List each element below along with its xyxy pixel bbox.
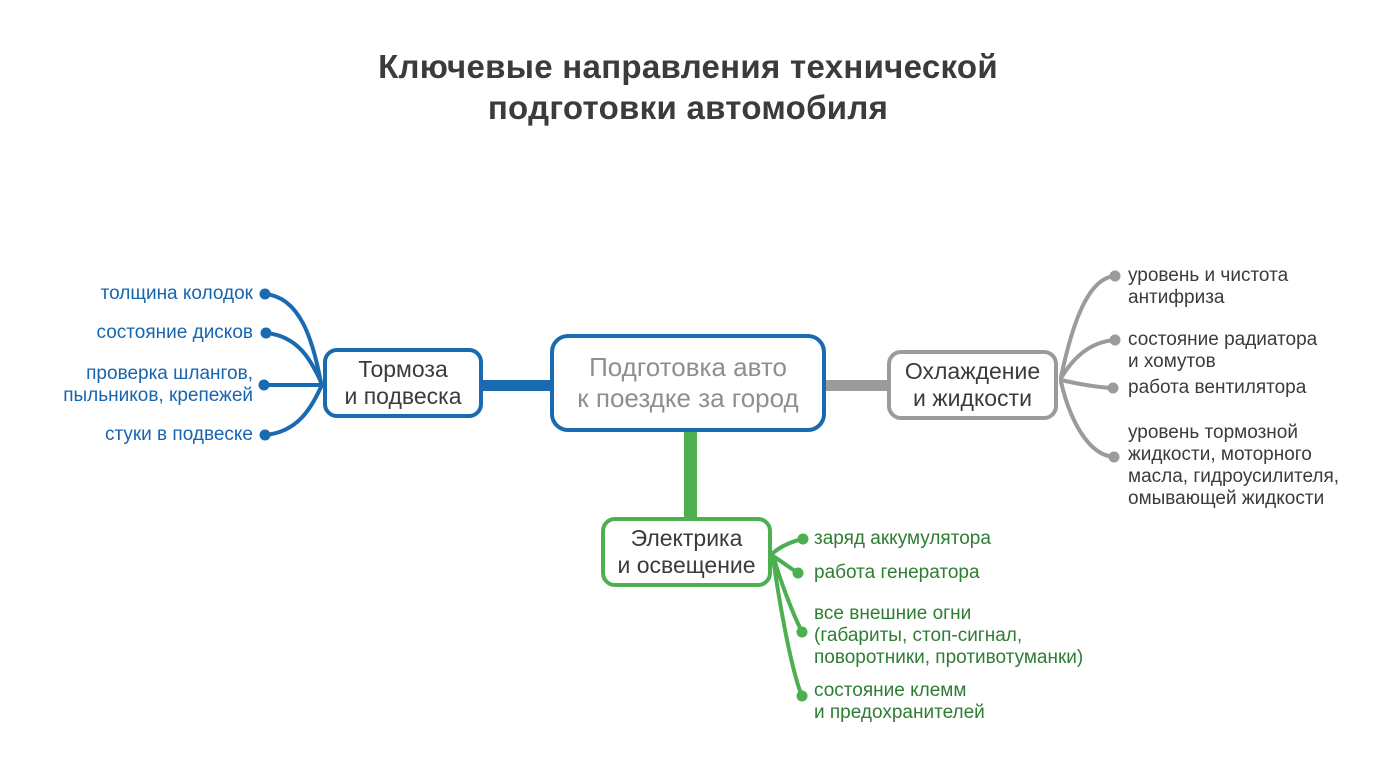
cooling-leaf-fan: работа вентилятора <box>1128 377 1307 398</box>
leaf-dot <box>792 567 804 579</box>
electrics-leaf-terminals-fuses: состояние клемм и предохранителей <box>814 680 985 723</box>
leaf-dot <box>259 429 271 441</box>
brakes-branch-connectors <box>258 288 556 441</box>
brakes-leaf-curve <box>264 331 323 384</box>
electrics-leaf-battery-charge: заряд аккумулятора <box>814 528 991 549</box>
cooling-leaf-curve <box>1059 378 1115 390</box>
leaf-dot <box>1107 382 1119 394</box>
leaf-dot <box>1109 334 1121 346</box>
cooling-leaf-radiator: состояние радиатора и хомутов <box>1128 329 1318 372</box>
leaf-dot <box>797 533 809 545</box>
cooling-leaf-curve <box>1059 338 1117 380</box>
cooling-trunk-bar <box>820 380 891 391</box>
leaf-dot <box>1109 270 1121 282</box>
cooling-leaf-fluid-levels: уровень тормозной жидкости, моторного ма… <box>1128 422 1340 509</box>
electrics-trunk-bar <box>684 428 697 521</box>
brakes-leaf-suspension-knocks: стуки в подвеске <box>104 424 253 445</box>
cooling-node-label: Охлаждение и жидкости <box>904 358 1041 411</box>
cooling-leaf-curve <box>1059 274 1117 379</box>
brakes-leaf-hoses-check: проверка шлангов, пыльников, крепежей <box>63 363 253 406</box>
brakes-node: Тормоза и подвеска <box>323 348 483 418</box>
cooling-leaf-antifreeze: уровень и чистота антифриза <box>1128 265 1289 308</box>
page-title: Ключевые направления технической подгото… <box>378 48 998 126</box>
electrics-node: Электрика и освещение <box>601 517 772 587</box>
cooling-leaf-curve <box>1059 380 1116 459</box>
electrics-leaf-exterior-lights: все внешние огни (габариты, стоп-сигнал,… <box>814 603 1084 668</box>
cooling-node: Охлаждение и жидкости <box>887 350 1058 420</box>
leaf-dot <box>258 379 270 391</box>
leaf-dot <box>1108 451 1120 463</box>
brakes-node-label: Тормоза и подвеска <box>344 356 462 409</box>
leaf-dot <box>259 288 271 300</box>
brakes-leaf-disc-condition: состояние дисков <box>96 322 253 343</box>
electrics-node-label: Электрика и освещение <box>617 525 756 578</box>
leaf-dot <box>796 690 808 702</box>
central-node-label: Подготовка авто к поездке за город <box>577 352 799 413</box>
leaf-dot <box>260 327 272 339</box>
brakes-trunk-bar <box>478 380 556 391</box>
electrics-leaf-generator: работа генератора <box>814 562 980 583</box>
brakes-leaf-curve <box>263 292 323 385</box>
central-node: Подготовка авто к поездке за город <box>550 334 826 432</box>
electrics-branch-connectors <box>684 428 809 702</box>
brakes-leaf-curve <box>263 385 323 437</box>
cooling-branch-connectors <box>820 270 1121 463</box>
leaf-dot <box>796 626 808 638</box>
brakes-leaf-pad-thickness: толщина колодок <box>100 283 253 304</box>
electrics-leaf-curve <box>771 556 804 698</box>
